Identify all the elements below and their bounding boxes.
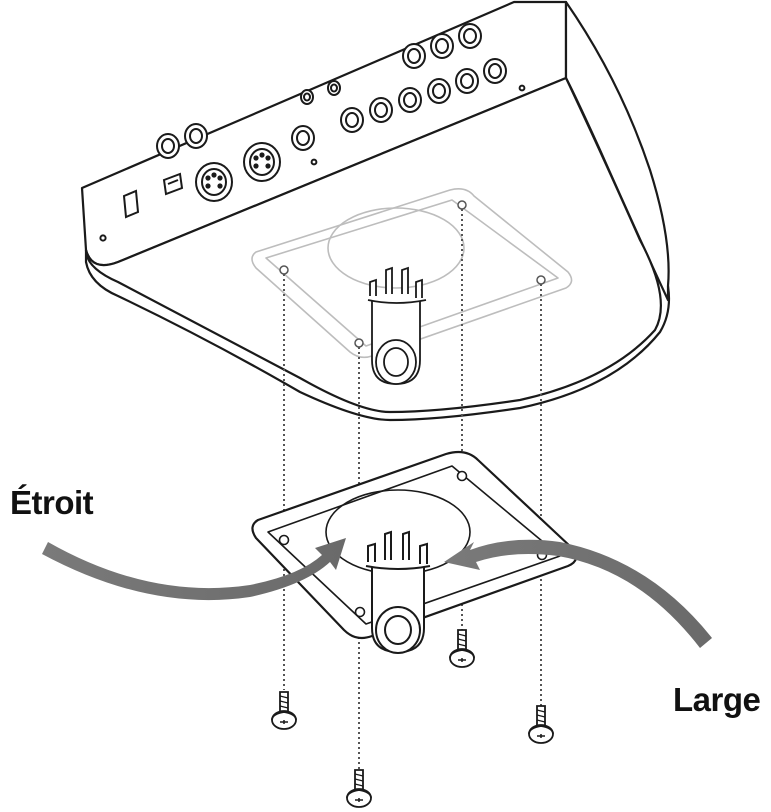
wide-arrow: [444, 539, 712, 648]
ghost-mount-post: [367, 266, 427, 385]
midi-port-icon: [243, 142, 281, 182]
jack-icon: [291, 125, 315, 151]
jack-icon: [427, 78, 451, 104]
jack-icon: [156, 133, 180, 159]
midi-port-icon: [195, 162, 233, 202]
jack-icon: [340, 107, 364, 133]
jack-icon: [369, 97, 393, 123]
narrow-arrow: [42, 538, 346, 601]
jack-icon: [455, 68, 479, 94]
module-bottom-edge: [84, 250, 671, 422]
switch-icon: [122, 189, 140, 219]
jack-icon: [184, 123, 208, 149]
jack-icon: [398, 87, 422, 113]
sound-module-body: [80, 0, 671, 422]
mount-plate-holes: [278, 470, 548, 618]
label-wide: Large: [673, 681, 761, 718]
screw-icon: [449, 629, 475, 668]
jack-icon: [430, 33, 454, 59]
rear-panel-connectors: [99, 23, 526, 242]
jack-icon: [458, 23, 482, 49]
module-bottom-face: [84, 76, 662, 414]
screw-icon: [528, 705, 554, 744]
mount-post: [365, 530, 431, 654]
mount-plate-outline: [251, 450, 578, 640]
jack-icon: [327, 80, 341, 96]
jack-icon: [300, 89, 314, 105]
jack-icon: [483, 58, 507, 84]
label-narrow: Étroit: [10, 484, 94, 521]
jack-icon: [402, 43, 426, 69]
ghost-mount-plate: [251, 188, 573, 359]
switch-icon: [162, 172, 184, 196]
screw-icon: [271, 691, 297, 730]
screw-icon: [346, 769, 372, 808]
